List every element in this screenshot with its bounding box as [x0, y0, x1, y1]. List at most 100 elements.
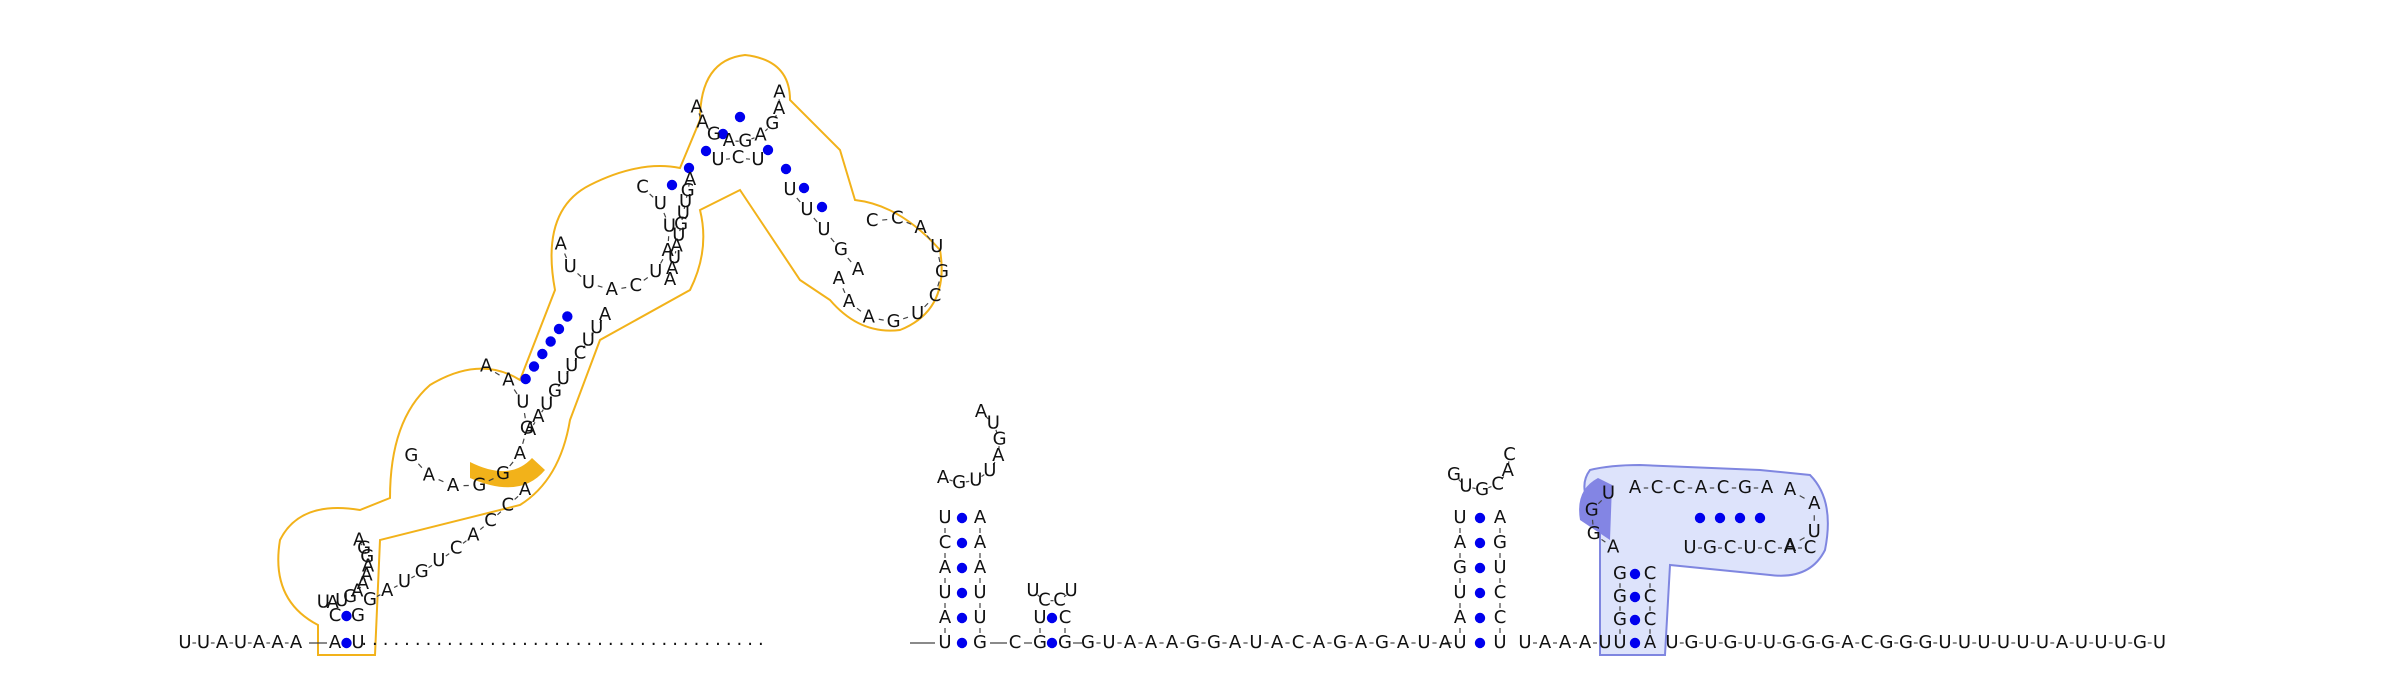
helix5-outline — [1583, 463, 1829, 656]
helix1-loop-base: A — [684, 169, 697, 190]
base-pair-dot — [553, 323, 565, 335]
backbone-link — [981, 474, 985, 478]
helix3-stem-base: G — [1033, 632, 1047, 653]
helix1-loop-base: A — [423, 464, 436, 485]
backbone-nucleotide: G — [1880, 632, 1894, 653]
helix2-stem-base: A — [939, 557, 952, 578]
helix3-loop-base: C — [1038, 590, 1051, 611]
helix1-arm-base: A — [532, 406, 545, 427]
helix1-stem-base: C — [732, 147, 745, 168]
backbone-link — [706, 126, 710, 131]
connector-nucleotide: A — [1397, 632, 1410, 653]
helix5-stem-base: G — [1613, 609, 1627, 630]
backbone-link — [411, 575, 416, 579]
helix1-loop-base: C — [630, 275, 643, 296]
base-pair-dot — [341, 610, 352, 622]
helix1-arm-base: A — [519, 479, 532, 500]
domain-highlights — [470, 458, 1612, 540]
connector-nucleotide: A — [1539, 632, 1552, 653]
helix2-stem-base: U — [973, 607, 986, 628]
helix4-stem-base: U — [1453, 507, 1466, 528]
helix1-outline — [277, 53, 943, 656]
backbone-nucleotide: G — [1821, 632, 1835, 653]
backbone-nucleotide: U — [1938, 632, 1951, 653]
helix5-branch-base: C — [1717, 477, 1730, 498]
backbone-nucleotide: U — [1997, 632, 2010, 653]
helix5-branch-base: C — [1724, 537, 1737, 558]
connector-nucleotide: C — [1292, 632, 1305, 653]
helix1-loop-base: A — [723, 130, 736, 151]
helix3-loop-base: C — [1053, 590, 1066, 611]
base-pair-dot — [1734, 512, 1746, 524]
backbone-link — [577, 273, 582, 278]
helix5-loop-base: U — [1808, 521, 1821, 542]
base-pair-dot — [1474, 512, 1486, 524]
backbone-nucleotide: U — [2075, 632, 2088, 653]
backbone-link — [924, 302, 929, 308]
base-pair-dot — [1474, 562, 1486, 574]
backbone-nucleotide: U — [178, 632, 191, 653]
helix1-arm-base: U — [398, 571, 411, 592]
backbone-link — [479, 526, 485, 531]
helix1-loop-base: U — [335, 590, 348, 611]
helix5-branch-base: U — [1683, 537, 1696, 558]
backbone-link — [830, 237, 835, 243]
helix5-stem-base: C — [1644, 609, 1657, 630]
helix1-loop-base: A — [754, 124, 767, 145]
backbone-link — [1799, 537, 1805, 541]
backbone-link — [564, 253, 568, 259]
helix1-loop-base: A — [664, 269, 677, 290]
base-pair-dot — [956, 512, 968, 524]
helix5-stem-base: U — [1613, 632, 1626, 653]
base-pair-dot — [1474, 612, 1486, 624]
helix1-loop-base: A — [480, 356, 493, 377]
backbone-link — [1472, 487, 1476, 490]
backbone-link — [591, 332, 594, 336]
helix1-loop-base: U — [663, 216, 676, 237]
helix5-loop-base: U — [1602, 483, 1615, 504]
backbone-nucleotide: A — [216, 632, 229, 653]
helix5-stem-base: G — [1613, 586, 1627, 607]
connector-nucleotide: A — [1559, 632, 1572, 653]
backbone-link — [965, 480, 970, 483]
helix4-stem-base: A — [1454, 607, 1467, 628]
backbone-link — [497, 511, 502, 516]
helix5-branch-base: A — [1629, 477, 1642, 498]
backbone-nucleotide: U — [1743, 632, 1756, 653]
helix1-arm-base: U — [582, 330, 595, 351]
backbone-link — [438, 479, 444, 483]
helix1-loop-base: G — [343, 586, 357, 607]
helix1-arm-base: A — [852, 259, 865, 280]
helix5-branch-base: A — [1784, 537, 1797, 558]
helix1-stem-base: U — [751, 149, 764, 170]
backbone-link — [541, 409, 544, 413]
backbone-link — [488, 477, 494, 482]
backbone-link — [796, 197, 801, 203]
helix1-loop-base: G — [472, 474, 486, 495]
backbone-link — [649, 193, 654, 198]
base-pair-dot — [666, 179, 678, 191]
helix4-stem-base: G — [1453, 557, 1467, 578]
helix3-stem-base: G — [1058, 632, 1072, 653]
connector-nucleotide: U — [1518, 632, 1531, 653]
helix1-loop-base: U — [668, 247, 681, 268]
helix1-arm-base: G — [548, 381, 562, 402]
helix2-loop-base: A — [992, 445, 1005, 466]
backbone-link — [751, 137, 755, 140]
connector-nucleotide: A — [1313, 632, 1326, 653]
backbone-link — [1458, 479, 1462, 483]
base-pair-dot — [341, 637, 352, 649]
backbone-link — [882, 218, 888, 221]
helix1-arm-base: A — [381, 580, 394, 601]
helix1-loop-base: A — [696, 112, 709, 133]
backbone-link — [417, 463, 423, 469]
backbone-link — [774, 114, 777, 119]
backbone-nucleotide: A — [290, 632, 303, 653]
helix1-loop-base: G — [357, 537, 371, 558]
connector-nucleotide: U — [1249, 632, 1262, 653]
base-pair-dot — [1474, 537, 1486, 549]
backbone-link — [813, 217, 818, 223]
helix1-stem-base: G — [351, 605, 365, 626]
helix5-branch-base: U — [1743, 537, 1756, 558]
